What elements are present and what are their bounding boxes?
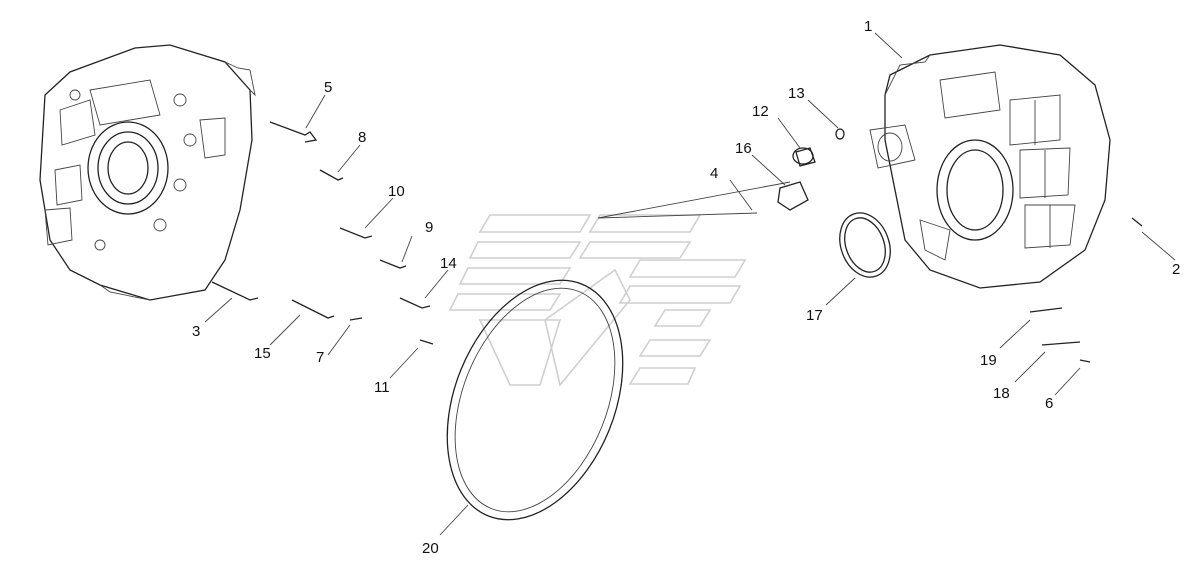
callout-10: 10 <box>388 183 405 200</box>
oil-seal <box>839 212 891 278</box>
callout-15: 15 <box>254 345 271 362</box>
callout-19: 19 <box>980 352 997 369</box>
callout-2: 2 <box>1172 261 1180 278</box>
callout-11: 11 <box>374 379 390 396</box>
callout-6: 6 <box>1045 395 1053 412</box>
callout-14: 14 <box>440 255 457 272</box>
callout-13: 13 <box>788 85 805 102</box>
callout-7: 7 <box>316 349 324 366</box>
callout-12: 12 <box>752 103 769 120</box>
callout-20: 20 <box>422 540 439 557</box>
bolts <box>211 121 1143 363</box>
plug-parts <box>597 128 845 219</box>
callout-16: 16 <box>735 140 752 157</box>
callout-1: 1 <box>864 18 872 35</box>
callout-18: 18 <box>993 385 1010 402</box>
flywheel-housing-right <box>869 44 1111 289</box>
callout-labels: 1 2 3 4 5 6 7 8 9 10 11 12 13 14 15 16 1… <box>192 18 1180 557</box>
watermark-logo <box>448 214 747 387</box>
callout-17: 17 <box>806 307 823 324</box>
leader-lines <box>204 32 1176 536</box>
callout-3: 3 <box>192 323 200 340</box>
callout-9: 9 <box>425 219 433 236</box>
callout-8: 8 <box>358 129 366 146</box>
flywheel-housing-left <box>39 44 256 301</box>
gasket-ring <box>446 279 624 521</box>
callout-5: 5 <box>324 79 332 96</box>
callout-4: 4 <box>710 165 718 182</box>
